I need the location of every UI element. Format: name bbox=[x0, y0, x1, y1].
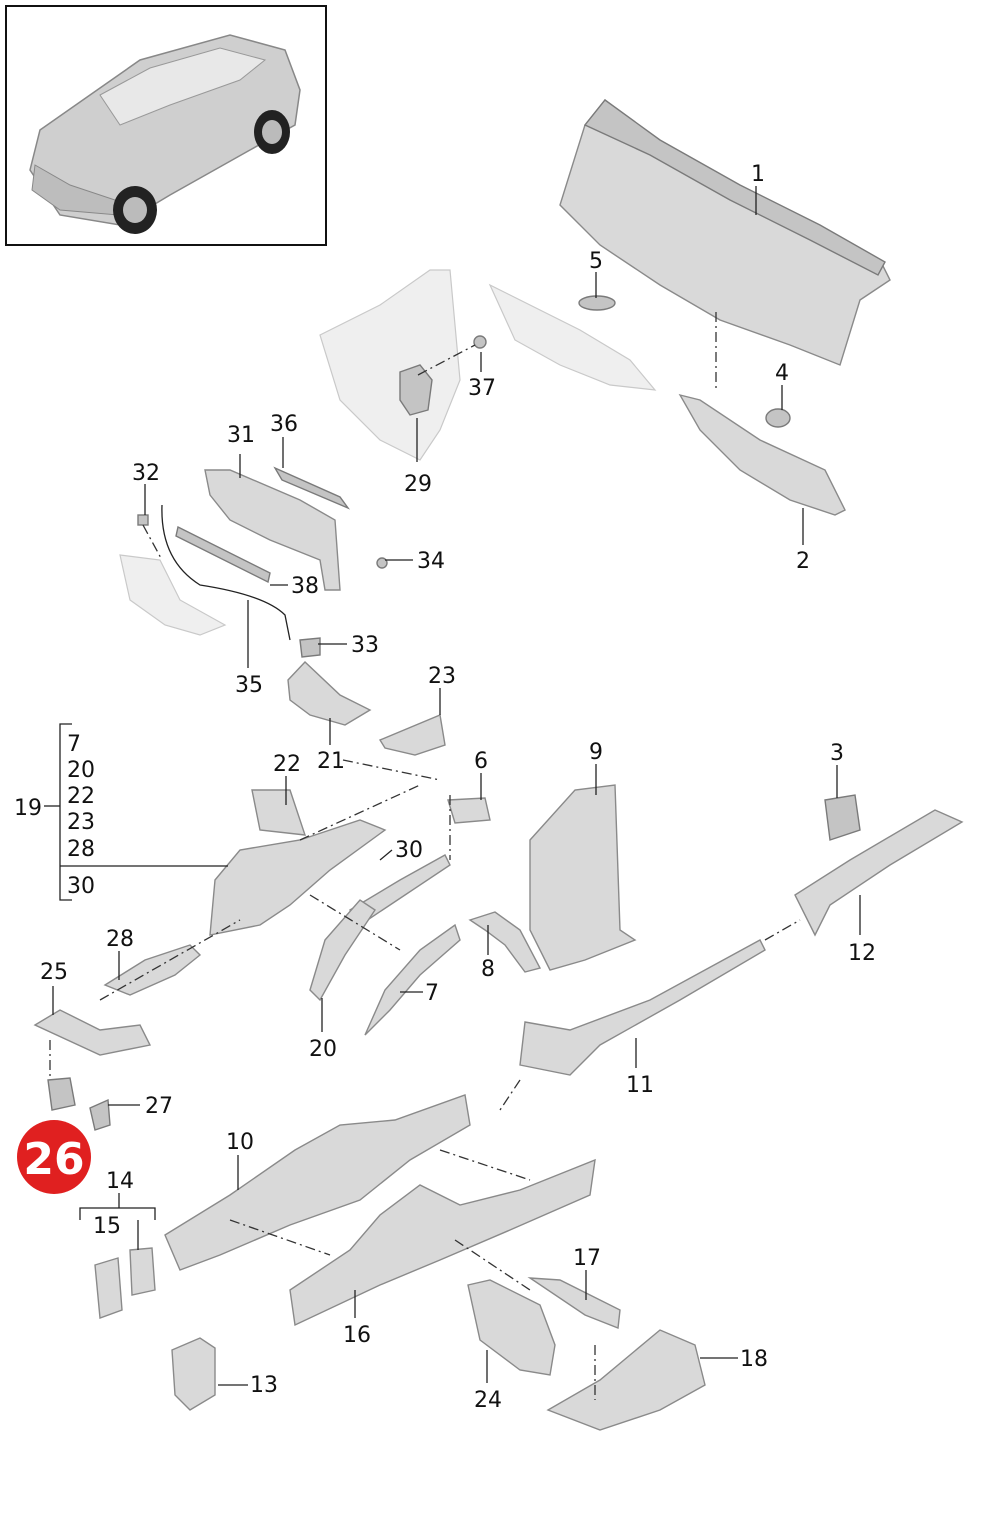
label-4: 4 bbox=[775, 361, 789, 386]
part-15-shape bbox=[94, 1257, 123, 1319]
label-23: 23 bbox=[428, 664, 456, 689]
label-20: 20 bbox=[309, 1037, 337, 1062]
label-25: 25 bbox=[40, 960, 68, 985]
label-9: 9 bbox=[589, 740, 603, 765]
label-35: 35 bbox=[235, 673, 263, 698]
part-2-shape bbox=[678, 393, 846, 516]
part-27-shape bbox=[89, 1098, 111, 1131]
part-36-shape bbox=[273, 466, 351, 510]
car-overview-inset bbox=[5, 5, 327, 246]
label-30: 30 bbox=[395, 838, 423, 863]
part-11-shape bbox=[519, 939, 766, 1076]
badge-number: 26 bbox=[23, 1134, 84, 1185]
label-32: 32 bbox=[132, 461, 160, 486]
label-7: 7 bbox=[425, 981, 439, 1006]
label-3: 3 bbox=[830, 741, 844, 766]
part-17-shape bbox=[527, 1277, 621, 1329]
group-14-label: 14 bbox=[106, 1169, 134, 1194]
part-24-shape bbox=[467, 1279, 556, 1376]
label-38: 38 bbox=[291, 574, 319, 599]
label-8: 8 bbox=[481, 957, 495, 982]
label-24: 24 bbox=[474, 1388, 502, 1413]
label-5: 5 bbox=[589, 249, 603, 274]
label-10: 10 bbox=[226, 1130, 254, 1155]
part-22-shape bbox=[251, 789, 307, 836]
label-34: 34 bbox=[417, 549, 445, 574]
part-37-shape bbox=[473, 335, 487, 349]
part-7-shape bbox=[364, 923, 461, 1036]
group-19-label: 19 bbox=[14, 796, 42, 821]
group-14-member: 15 bbox=[93, 1214, 121, 1239]
part-31-shape bbox=[204, 469, 341, 591]
part-6-shape bbox=[447, 797, 491, 824]
label-29: 29 bbox=[404, 472, 432, 497]
label-37: 37 bbox=[468, 376, 496, 401]
label-6: 6 bbox=[474, 749, 488, 774]
part-25-shape bbox=[33, 1009, 152, 1056]
part-1-shape bbox=[559, 99, 891, 366]
label-22: 22 bbox=[273, 752, 301, 777]
part-12-shape bbox=[794, 809, 964, 937]
part-4-shape bbox=[765, 408, 791, 428]
label-27: 27 bbox=[145, 1094, 173, 1119]
part-9-shape bbox=[529, 784, 637, 971]
part-33-shape bbox=[299, 637, 321, 658]
part-20-shape bbox=[309, 899, 376, 1002]
label-33: 33 bbox=[351, 633, 379, 658]
label-11: 11 bbox=[626, 1073, 654, 1098]
label-17: 17 bbox=[573, 1246, 601, 1271]
group-19-extra: 30 bbox=[67, 874, 95, 899]
part-5-shape bbox=[578, 295, 616, 311]
part-38-shape bbox=[175, 525, 271, 584]
group-19-member: 7 bbox=[67, 732, 81, 757]
badge-circle bbox=[17, 1120, 91, 1194]
part-16-shape bbox=[289, 1158, 596, 1327]
part-19-shape bbox=[209, 819, 387, 936]
group-19-member: 28 bbox=[67, 837, 95, 862]
part-29-shape bbox=[399, 364, 433, 416]
part-14-shape bbox=[129, 1247, 156, 1296]
part-shapes bbox=[33, 99, 964, 1431]
group-19-member: 23 bbox=[67, 810, 95, 835]
part-35-shape bbox=[161, 504, 291, 641]
label-1: 1 bbox=[751, 162, 765, 187]
part-34-shape bbox=[376, 557, 388, 569]
part-3-shape bbox=[824, 794, 861, 841]
car-icon bbox=[29, 34, 301, 234]
leader-lines bbox=[44, 186, 861, 1386]
part-18-shape bbox=[546, 1329, 706, 1431]
part-labels: 1 2 3 4 5 6 7 8 9 10 11 12 13 16 17 18 2… bbox=[14, 162, 876, 1413]
highlight-badge[interactable]: 26 bbox=[17, 1120, 91, 1194]
alignment-lines bbox=[49, 312, 801, 1400]
label-21: 21 bbox=[317, 749, 345, 774]
part-23-shape bbox=[378, 714, 446, 756]
part-10-shape bbox=[164, 1094, 471, 1271]
label-16: 16 bbox=[343, 1323, 371, 1348]
label-2: 2 bbox=[796, 549, 810, 574]
label-31: 31 bbox=[227, 423, 255, 448]
part-21-shape bbox=[287, 661, 372, 726]
part-13-shape bbox=[171, 1337, 216, 1411]
label-28: 28 bbox=[106, 927, 134, 952]
group-19-member: 22 bbox=[67, 784, 95, 809]
part-26-shape bbox=[47, 1077, 76, 1111]
label-18: 18 bbox=[740, 1347, 768, 1372]
label-13: 13 bbox=[250, 1373, 278, 1398]
label-36: 36 bbox=[270, 412, 298, 437]
group-19-member: 20 bbox=[67, 758, 95, 783]
label-12: 12 bbox=[848, 941, 876, 966]
part-32-shape bbox=[137, 514, 149, 526]
